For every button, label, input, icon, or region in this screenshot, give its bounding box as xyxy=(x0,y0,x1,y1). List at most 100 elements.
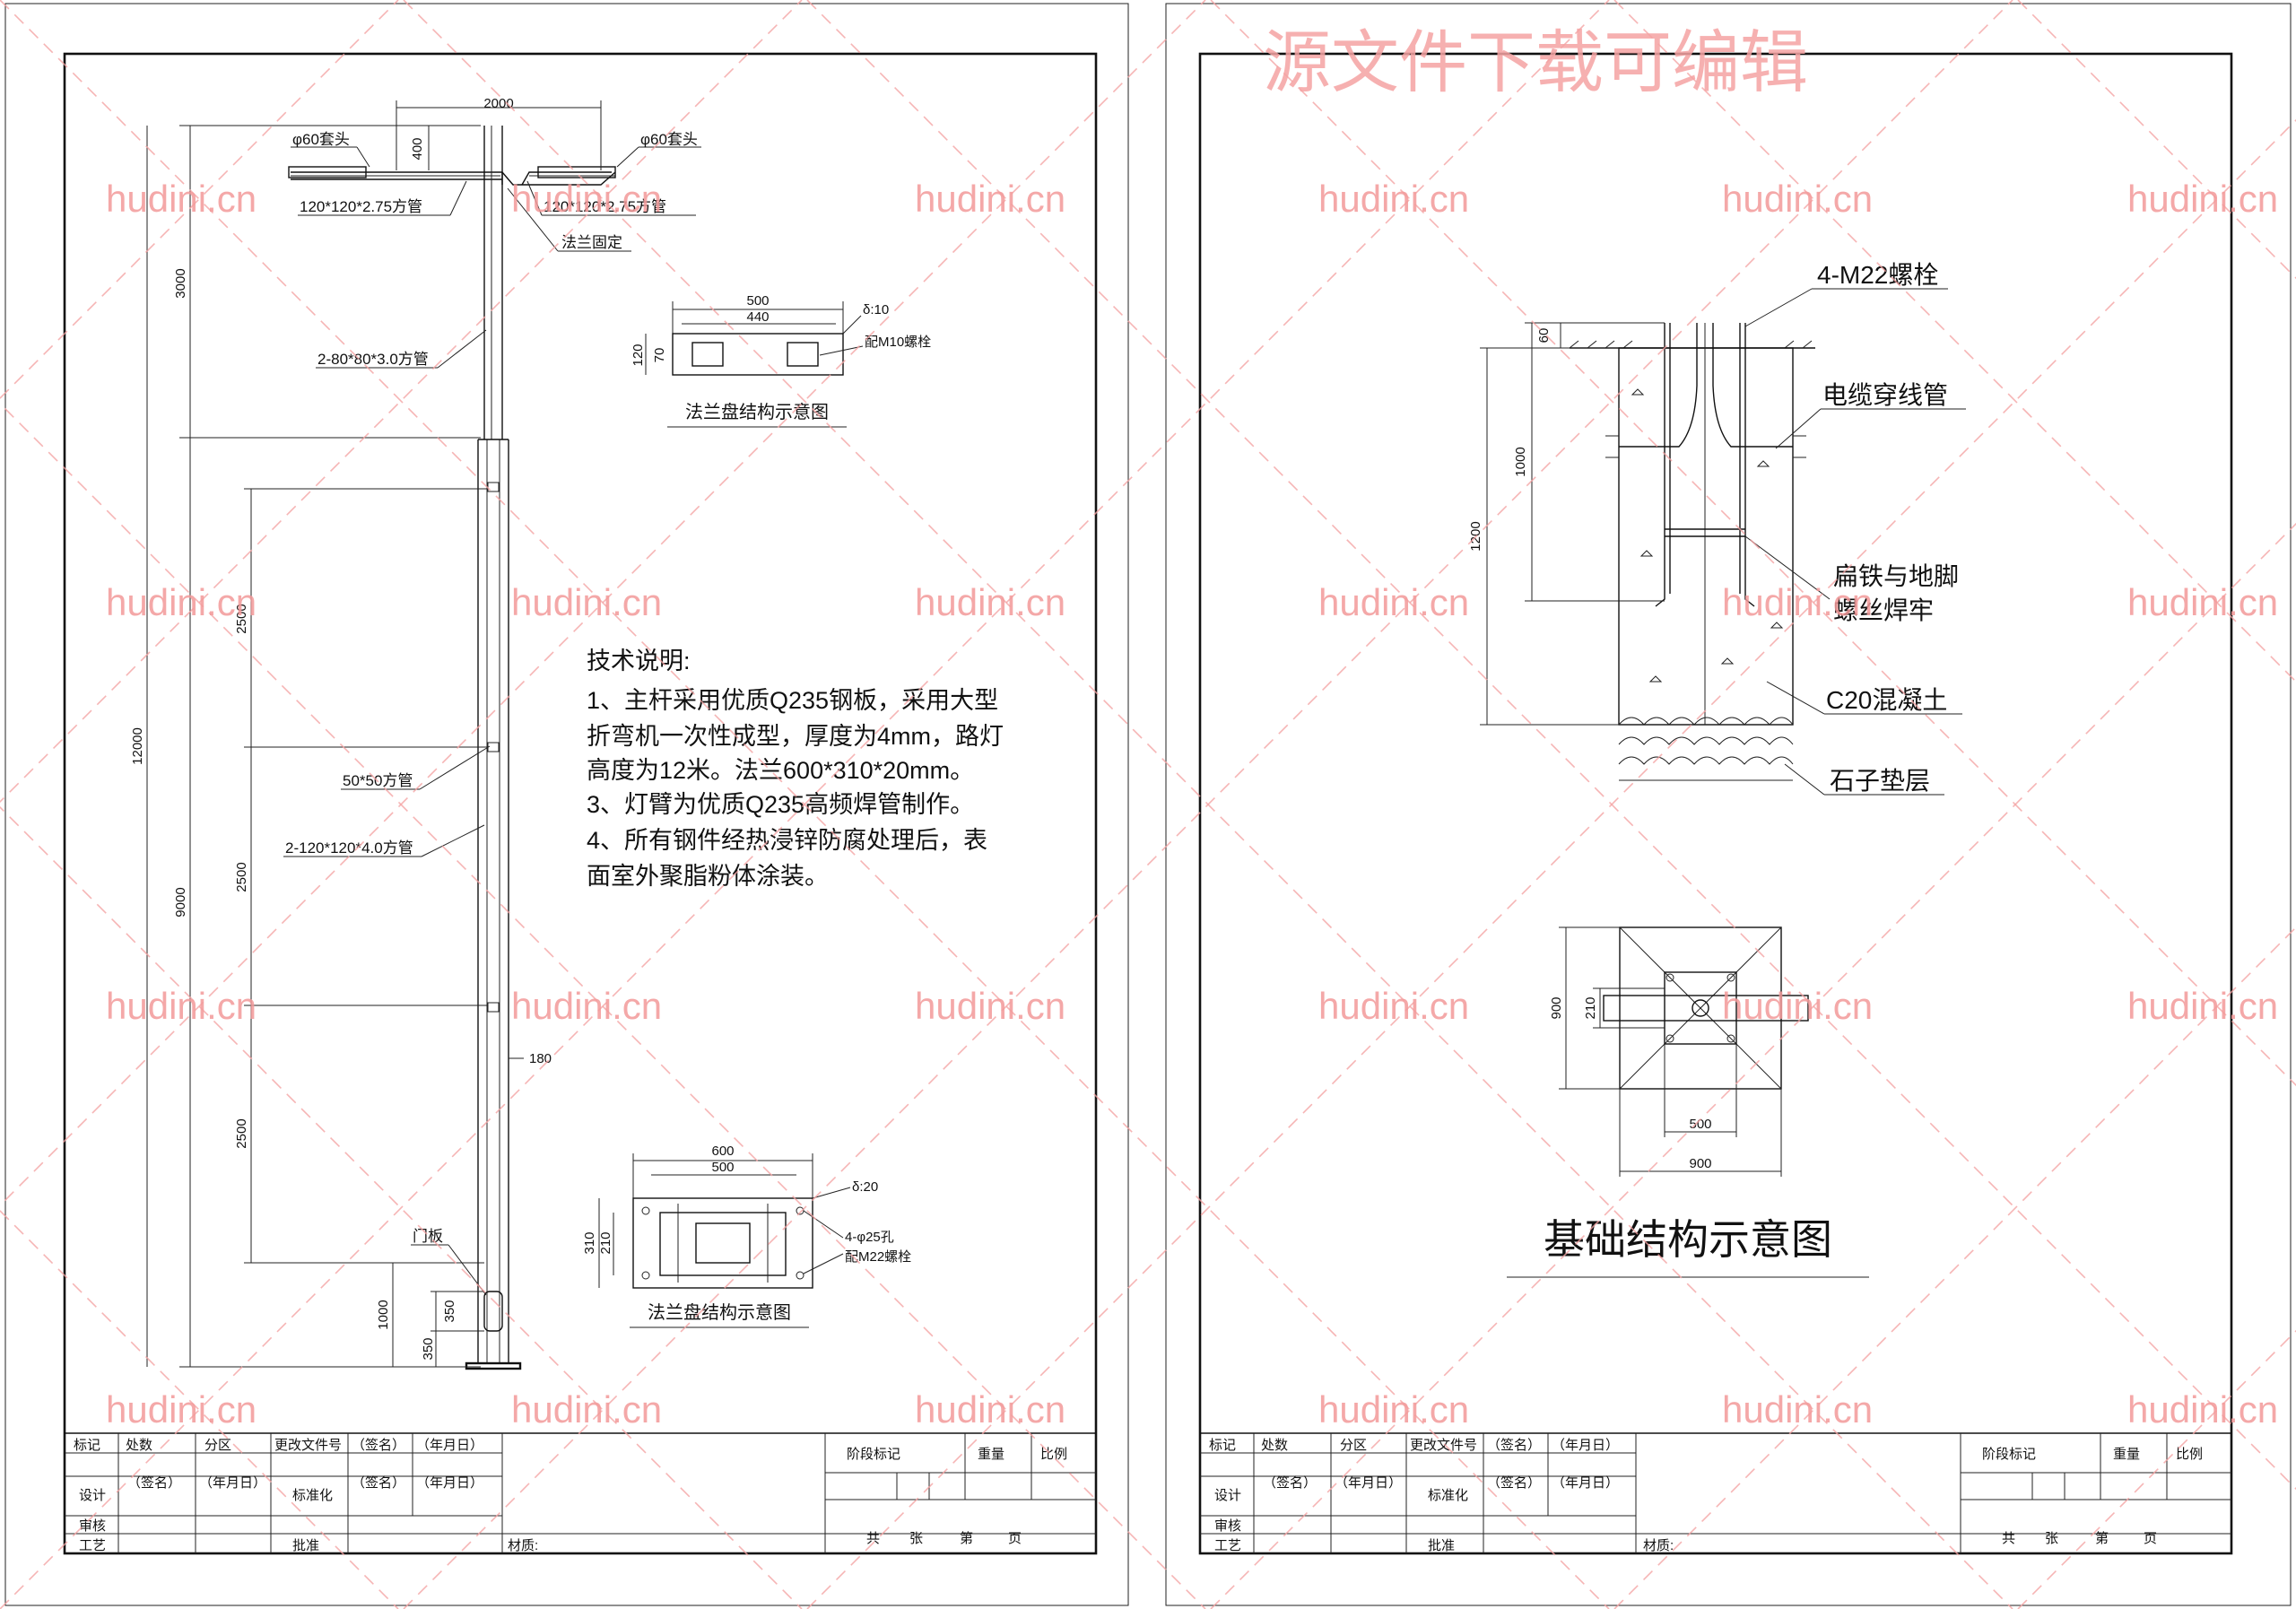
flange-large-h-outer: 310 xyxy=(582,1231,597,1254)
tb-left-sheets: 共 xyxy=(866,1531,880,1546)
watermark-text: hudini.cn xyxy=(1318,985,1469,1027)
watermark-text: hudini.cn xyxy=(2127,178,2278,220)
flange-large-thickness: δ:20 xyxy=(852,1179,878,1195)
watermark-text: hudini.cn xyxy=(511,985,662,1027)
tb-right-page-no: 第 xyxy=(2095,1530,2109,1546)
tb-left-review: 审核 xyxy=(79,1518,106,1534)
watermark-text: hudini.cn xyxy=(106,178,257,220)
flange-small-h-inner: 70 xyxy=(652,348,667,363)
foundation-dimensions: 60 1000 1200 xyxy=(1468,322,1665,726)
dim-anchor: 1000 xyxy=(1513,447,1528,476)
tb-left-design: 设计 xyxy=(79,1488,106,1503)
watermark-text: hudini.cn xyxy=(2127,1388,2278,1431)
tb-right-date-1: （年月日） xyxy=(1552,1438,1619,1453)
watermark-text: hudini.cn xyxy=(915,178,1065,220)
watermark-line xyxy=(403,0,2013,1609)
watermark-text: hudini.cn xyxy=(106,581,257,623)
tb-right-process: 工艺 xyxy=(1214,1538,1241,1553)
flange-large-w-inner: 500 xyxy=(711,1160,734,1175)
flange-small-diagram: 500 440 120 70 δ:10 配M10螺栓 法兰盘结构示意图 xyxy=(631,293,931,428)
watermark-text: hudini.cn xyxy=(511,1388,662,1431)
watermark-line xyxy=(0,0,1610,1609)
watermark-text: hudini.cn xyxy=(2127,985,2278,1027)
watermark-text: hudini.cn xyxy=(106,1388,257,1431)
watermark-texts: hudini.cn hudini.cn hudini.cn hudini.cn hudi… xyxy=(106,178,2278,1431)
watermark-text: hudini.cn xyxy=(1318,178,1469,220)
tb-left-sheet-word: 张 xyxy=(909,1531,923,1546)
watermark-text: hudini.cn xyxy=(1318,581,1469,623)
tb-left-date-2: （年月日） xyxy=(199,1475,266,1491)
dim-plan-w: 900 xyxy=(1689,1156,1711,1171)
label-concrete: C20混凝土 xyxy=(1826,686,1947,714)
tb-right-stage: 阶段标记 xyxy=(1982,1447,2036,1462)
watermark-text: hudini.cn xyxy=(915,985,1065,1027)
watermark-text: hudini.cn xyxy=(511,178,662,220)
notes-line-4: 3、灯臂为优质Q235高频焊管制作。 xyxy=(587,791,974,818)
height-dimensions: 3000 12000 9000 2500 2500 2500 1000 350 … xyxy=(130,125,552,1368)
label-weld-1: 扁铁与地脚 xyxy=(1833,562,1959,590)
tb-left-sign-2: （签名） xyxy=(127,1475,181,1491)
flange-small-w-inner: 440 xyxy=(746,309,769,325)
tb-right-approve: 批准 xyxy=(1428,1538,1455,1553)
label-weld-2: 螺丝焊牢 xyxy=(1833,596,1934,624)
tb-right-mark: 标记 xyxy=(1209,1438,1236,1453)
tb-right-sheets: 共 xyxy=(2002,1531,2015,1546)
watermark-line xyxy=(0,1209,399,1609)
watermark-line xyxy=(806,0,2296,1491)
tb-left-date-3: （年月日） xyxy=(416,1475,483,1491)
tb-left-weight: 重量 xyxy=(978,1447,1004,1462)
tb-left-standard: 标准化 xyxy=(292,1488,333,1503)
tb-left-material: 材质: xyxy=(508,1538,538,1553)
notes-heading: 技术说明: xyxy=(587,648,691,674)
dim-top: 3000 xyxy=(173,268,188,298)
watermark-text: hudini.cn xyxy=(106,985,257,1027)
tb-right-zone: 分区 xyxy=(1340,1438,1367,1453)
flange-small-w-outer: 500 xyxy=(746,293,769,309)
watermark-line xyxy=(1613,0,2296,683)
arm-span-dimension: 2000 400 xyxy=(396,96,602,170)
flange-large-w-outer: 600 xyxy=(711,1144,734,1159)
flange-large-holes: 4-φ25孔 xyxy=(845,1230,894,1245)
tb-left-page-no: 第 xyxy=(960,1530,973,1546)
tb-right-date-2: （年月日） xyxy=(1335,1475,1402,1491)
watermark-banner: 源文件下载可编辑 xyxy=(1263,22,1808,102)
tb-right-sheet-word: 张 xyxy=(2045,1531,2058,1546)
tb-left-process: 工艺 xyxy=(79,1538,106,1553)
watermark-text: hudini.cn xyxy=(1722,1388,1873,1431)
watermark-line xyxy=(1210,522,2296,1609)
watermark-text: hudini.cn xyxy=(511,581,662,623)
flange-small-bolt: 配M10螺栓 xyxy=(865,335,931,350)
tb-right-material: 材质: xyxy=(1643,1538,1674,1553)
foundation-plan-view: 900 210 500 900 xyxy=(1549,926,1809,1177)
watermark-line xyxy=(2017,1329,2296,1609)
tb-left-count: 处数 xyxy=(126,1438,152,1453)
flange-small-caption: 法兰盘结构示意图 xyxy=(685,402,829,422)
watermark-line xyxy=(0,0,1206,1207)
right-sheet-frame xyxy=(1165,3,2292,1606)
tb-right-design: 设计 xyxy=(1214,1488,1241,1503)
foundation-title-text: 基础结构示意图 xyxy=(1544,1216,1832,1263)
arm-labels: φ60套头 φ60套头 120*120*2.75方管 120*120*2.75方… xyxy=(283,131,701,1296)
notes-line-2: 折弯机一次性成型，厚度为4mm，路灯 xyxy=(587,723,1004,750)
dim-door-h: 350 xyxy=(442,1300,457,1322)
flange-large-caption: 法兰盘结构示意图 xyxy=(648,1302,791,1323)
foundation-labels: 4-M22螺栓 电缆穿线管 扁铁与地脚 螺丝焊牢 C20混凝土 石子垫层 xyxy=(1744,261,1966,796)
left-sheet-frame xyxy=(4,3,1129,1606)
right-title-block: 标记 处数 分区 更改文件号 （签名） （年月日） 设计 （签名） （年月日） … xyxy=(1200,1432,2231,1553)
tb-right-sign-2: （签名） xyxy=(1263,1475,1317,1491)
label-arm-left: 120*120*2.75方管 xyxy=(300,198,422,215)
tb-left-mark: 标记 xyxy=(74,1438,100,1453)
foundation-title: 基础结构示意图 xyxy=(1507,1216,1869,1278)
tb-left-zone: 分区 xyxy=(204,1438,231,1453)
tb-right-page-word: 页 xyxy=(2144,1531,2157,1546)
label-cap-right: φ60套头 xyxy=(640,131,698,148)
tb-left-stage: 阶段标记 xyxy=(847,1447,900,1462)
tb-left-approve: 批准 xyxy=(292,1538,319,1553)
watermark-line xyxy=(806,118,2296,1609)
technical-notes: 技术说明: 1、主杆采用优质Q235钢板，采用大型 折弯机一次性成型，厚度为4m… xyxy=(587,648,1004,890)
dim-plan-inner-w: 500 xyxy=(1689,1117,1711,1132)
watermark-line xyxy=(0,0,399,400)
watermark-text: hudini.cn xyxy=(1722,178,1873,220)
